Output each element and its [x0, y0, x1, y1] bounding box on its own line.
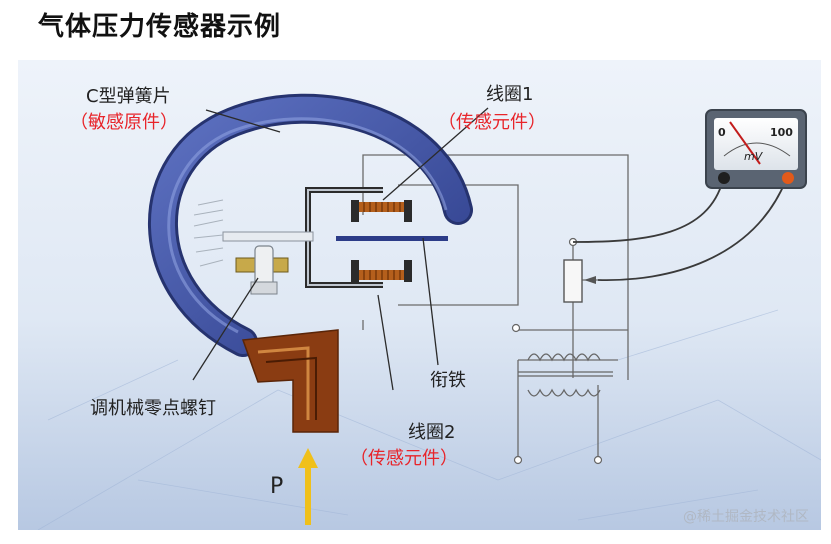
potentiometer-wiper	[584, 276, 596, 284]
spring-role-label: （敏感原件）	[70, 112, 178, 133]
pressure-label: P	[270, 474, 284, 499]
coil-2-label: 线圈2	[408, 422, 456, 443]
armature-bar	[336, 236, 448, 241]
potentiometer	[563, 259, 583, 303]
meter-needle	[729, 121, 761, 165]
sensor-diagram: 0 100 mV	[18, 60, 821, 530]
zero-screw	[235, 245, 289, 295]
spring-fan	[193, 199, 224, 267]
armature-label: 衔铁	[430, 370, 466, 391]
coil-1	[351, 200, 412, 222]
spring-label: C型弹簧片	[86, 86, 171, 107]
voltmeter	[705, 109, 807, 189]
meter-terminal-black	[718, 172, 730, 184]
pressure-inlet	[241, 329, 339, 433]
zero-screw-label: 调机械零点螺钉	[90, 398, 216, 419]
leader-lines	[192, 107, 489, 391]
diagram-canvas: 0 100 mV	[18, 60, 821, 530]
lever-rod	[222, 231, 314, 242]
transformer	[518, 353, 613, 397]
coil-1-role-label: （传感元件）	[438, 112, 546, 133]
meter-cables	[572, 179, 787, 281]
meter-terminal-red	[782, 172, 794, 184]
watermark: @稀土掘金技术社区	[683, 509, 809, 525]
coil-2-role-label: （传感元件）	[350, 448, 458, 469]
meter-scale-min: 0	[718, 126, 726, 139]
page-title: 气体压力传感器示例	[38, 12, 282, 42]
coil-2	[351, 260, 412, 282]
meter-unit: mV	[744, 150, 764, 163]
pressure-arrow-icon	[298, 448, 318, 525]
wiring	[362, 154, 629, 460]
coil-1-label: 线圈1	[486, 84, 534, 105]
meter-scale-max: 100	[770, 126, 793, 139]
